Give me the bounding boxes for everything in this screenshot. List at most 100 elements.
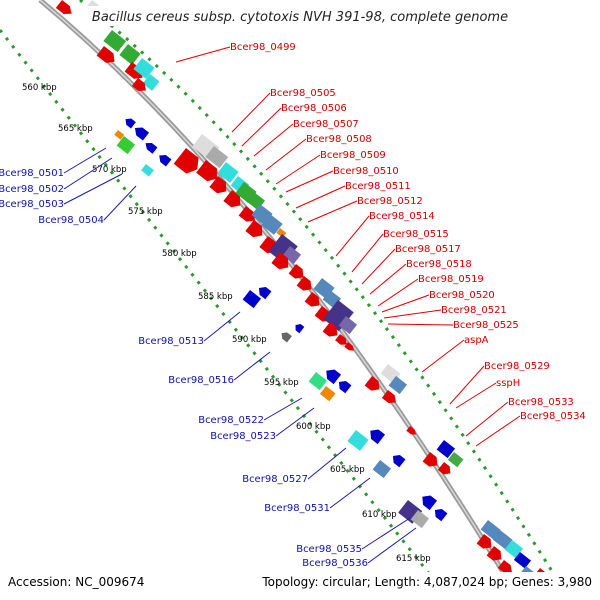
- reverse-label-leader: [307, 447, 347, 480]
- gene-feature: [205, 146, 229, 169]
- forward-gene-label[interactable]: Bcer98_0506: [281, 103, 347, 114]
- gene-feature: [141, 164, 154, 177]
- gene-feature: [447, 452, 464, 468]
- gene-feature: [364, 376, 380, 391]
- gene-arrow-forward: [497, 560, 512, 574]
- forward-gene-label[interactable]: Bcer98_0512: [357, 196, 423, 207]
- reverse-gene-label[interactable]: Bcer98_0527: [242, 474, 308, 485]
- forward-gene-label[interactable]: Bcer98_0509: [320, 150, 386, 161]
- reverse-gene-label[interactable]: Bcer98_0535: [296, 544, 362, 555]
- gene-feature: [437, 462, 451, 475]
- gene-arrow-forward: [271, 252, 289, 270]
- reverse-gene-label[interactable]: Bcer98_0513: [138, 336, 204, 347]
- gene-arrow-reverse: [434, 508, 448, 522]
- gene-block: [276, 228, 287, 238]
- accession-text: Accession: NC_009674: [8, 575, 144, 589]
- gene-feature: [436, 440, 456, 459]
- forward-label-leader: [377, 278, 419, 307]
- gene-feature: [134, 127, 150, 141]
- kbp-tick-label: 560 kbp: [22, 83, 57, 93]
- gene-feature: [142, 74, 160, 91]
- gene-feature: [133, 58, 155, 79]
- gene-feature: [492, 530, 513, 550]
- gene-feature: [388, 376, 408, 395]
- gene-feature: [344, 342, 355, 351]
- gene-feature: [223, 190, 241, 208]
- gene-feature: [497, 560, 512, 574]
- gene-feature: [308, 372, 328, 391]
- forward-label-leader: [241, 107, 282, 147]
- reverse-gene-label[interactable]: Bcer98_0522: [198, 415, 264, 426]
- reverse-gene-label[interactable]: Bcer98_0536: [302, 558, 368, 569]
- gene-block: [268, 234, 298, 264]
- forward-gene-label[interactable]: Bcer98_0510: [333, 166, 399, 177]
- forward-gene-label[interactable]: Bcer98_0508: [306, 134, 372, 145]
- gene-feature: [261, 214, 283, 235]
- reverse-gene-label[interactable]: Bcer98_0523: [210, 431, 276, 442]
- gene-feature: [422, 495, 438, 511]
- gene-feature: [159, 154, 172, 167]
- forward-gene-label[interactable]: Bcer98_0517: [395, 244, 461, 255]
- forward-gene-label[interactable]: Bcer98_0529: [484, 361, 550, 372]
- gene-feature: [268, 234, 298, 264]
- reverse-label-leader: [361, 517, 411, 550]
- gene-block: [116, 136, 136, 155]
- gene-block: [388, 376, 408, 395]
- reverse-gene-label[interactable]: Bcer98_0516: [168, 375, 234, 386]
- gene-feature: [116, 136, 136, 155]
- forward-gene-label[interactable]: Bcer98_0518: [406, 259, 472, 270]
- gene-arrow-reverse: [326, 369, 342, 385]
- gene-arrow-forward: [364, 376, 380, 391]
- gene-feature: [381, 390, 396, 404]
- forward-gene-label[interactable]: Bcer98_0519: [418, 274, 484, 285]
- gene-block: [372, 460, 392, 479]
- gene-arrow-reverse: [422, 495, 438, 511]
- gene-arrow-reverse: [159, 154, 172, 167]
- forward-gene-label[interactable]: sspH: [496, 378, 520, 389]
- kbp-tick-label: 575 kbp: [128, 207, 163, 217]
- gene-arrow-forward: [96, 46, 115, 63]
- forward-gene-label[interactable]: aspA: [464, 335, 489, 346]
- forward-label-leader: [335, 215, 370, 257]
- forward-gene-label[interactable]: Bcer98_0520: [429, 290, 495, 301]
- forward-gene-label[interactable]: Bcer98_0521: [441, 305, 507, 316]
- gene-feature: [124, 62, 143, 79]
- gene-block: [347, 430, 369, 451]
- gene-feature: [319, 386, 336, 402]
- reverse-gene-label[interactable]: Bcer98_0502: [0, 184, 64, 195]
- gene-block: [141, 164, 154, 177]
- genome-summary-text: Topology: circular; Length: 4,087,024 bp…: [261, 575, 592, 589]
- forward-gene-label[interactable]: Bcer98_0533: [508, 397, 574, 408]
- gene-feature: [338, 380, 352, 394]
- forward-label-leader: [275, 154, 321, 185]
- forward-gene-label[interactable]: Bcer98_0499: [230, 42, 296, 53]
- gene-feature: [114, 130, 125, 140]
- forward-gene-label[interactable]: Bcer98_0515: [383, 229, 449, 240]
- reverse-gene-label[interactable]: Bcer98_0531: [264, 503, 330, 514]
- outer-guide-line: [79, 0, 572, 600]
- forward-gene-label[interactable]: Bcer98_0507: [293, 119, 359, 130]
- reverse-gene-label[interactable]: Bcer98_0504: [38, 215, 104, 226]
- reverse-gene-label[interactable]: Bcer98_0503: [0, 199, 64, 210]
- gene-block: [114, 130, 125, 140]
- gene-arrow-forward: [245, 220, 263, 238]
- gene-arrow-reverse: [338, 380, 352, 394]
- forward-gene-label[interactable]: Bcer98_0505: [270, 88, 336, 99]
- forward-gene-label[interactable]: Bcer98_0534: [520, 411, 586, 422]
- gene-arrow-reverse: [145, 142, 158, 154]
- gene-feature: [103, 30, 127, 53]
- gene-arrow-forward: [238, 206, 255, 222]
- forward-label-leader: [369, 263, 407, 295]
- gene-feature: [326, 369, 342, 385]
- reverse-label-leader: [63, 173, 123, 205]
- gene-feature: [335, 334, 347, 345]
- forward-gene-label[interactable]: Bcer98_0525: [453, 320, 519, 331]
- gene-feature: [422, 452, 438, 467]
- forward-gene-label[interactable]: Bcer98_0514: [369, 211, 435, 222]
- reverse-label-leader: [263, 397, 303, 421]
- gene-feature: [238, 206, 255, 222]
- reverse-gene-label[interactable]: Bcer98_0501: [0, 168, 64, 179]
- forward-gene-label[interactable]: Bcer98_0511: [345, 181, 411, 192]
- gene-arrow-forward: [209, 176, 227, 194]
